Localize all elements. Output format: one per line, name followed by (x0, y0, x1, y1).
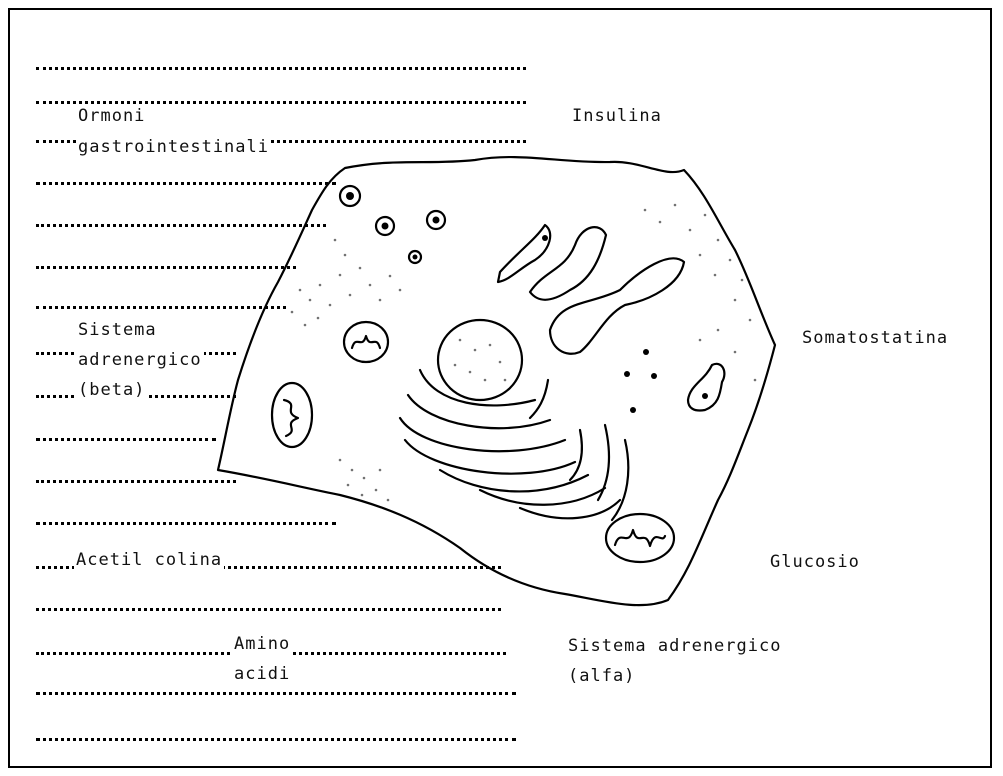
label-amino-line2: acidi (232, 662, 292, 686)
er-arc (612, 440, 628, 520)
golgi-body (498, 225, 550, 282)
er-arc (530, 380, 548, 418)
er-arc (598, 425, 609, 500)
label-amino-line1: Amino (232, 632, 292, 656)
label-sistema-alfa-line1: Sistema adrenergico (566, 634, 783, 658)
nucleus (438, 320, 522, 400)
label-ormoni-line2: gastrointestinali (76, 135, 271, 159)
label-ormoni-line1: Ormoni (76, 104, 147, 128)
label-sistema-beta-line1: Sistema (76, 318, 159, 342)
label-sistema-beta-line3: (beta) (76, 378, 147, 402)
mitochondrion (344, 322, 388, 362)
er-arc (570, 430, 582, 480)
label-glucosio: Glucosio (768, 550, 862, 574)
cell-membrane (218, 157, 775, 605)
label-insulina: Insulina (570, 104, 664, 128)
label-acetil-colina: Acetil colina (74, 548, 224, 572)
lysosome (688, 364, 724, 411)
golgi-body (550, 258, 684, 353)
golgi-body (530, 227, 606, 300)
label-sistema-alfa-line2: (alfa) (566, 664, 637, 688)
label-sistema-beta-line2: adrenergico (76, 348, 204, 372)
label-somatostatina: Somatostatina (800, 326, 950, 350)
